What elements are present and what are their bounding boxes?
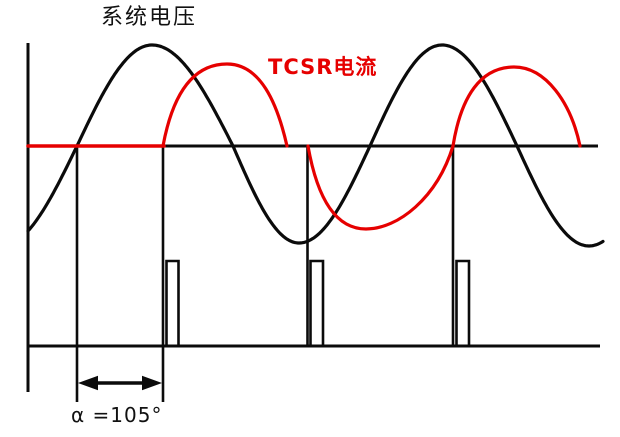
current-label: TCSR电流: [268, 55, 378, 79]
voltage-curve: [26, 43, 605, 248]
axes: [26, 43, 600, 392]
firing-instant-lines: [75, 146, 455, 402]
alpha-label: α =105°: [71, 403, 163, 427]
gate-pulses: [165, 259, 471, 346]
alpha-range-arrow: [78, 375, 162, 391]
voltage-label: 系统电压: [101, 5, 198, 30]
current-curve: [26, 62, 582, 231]
